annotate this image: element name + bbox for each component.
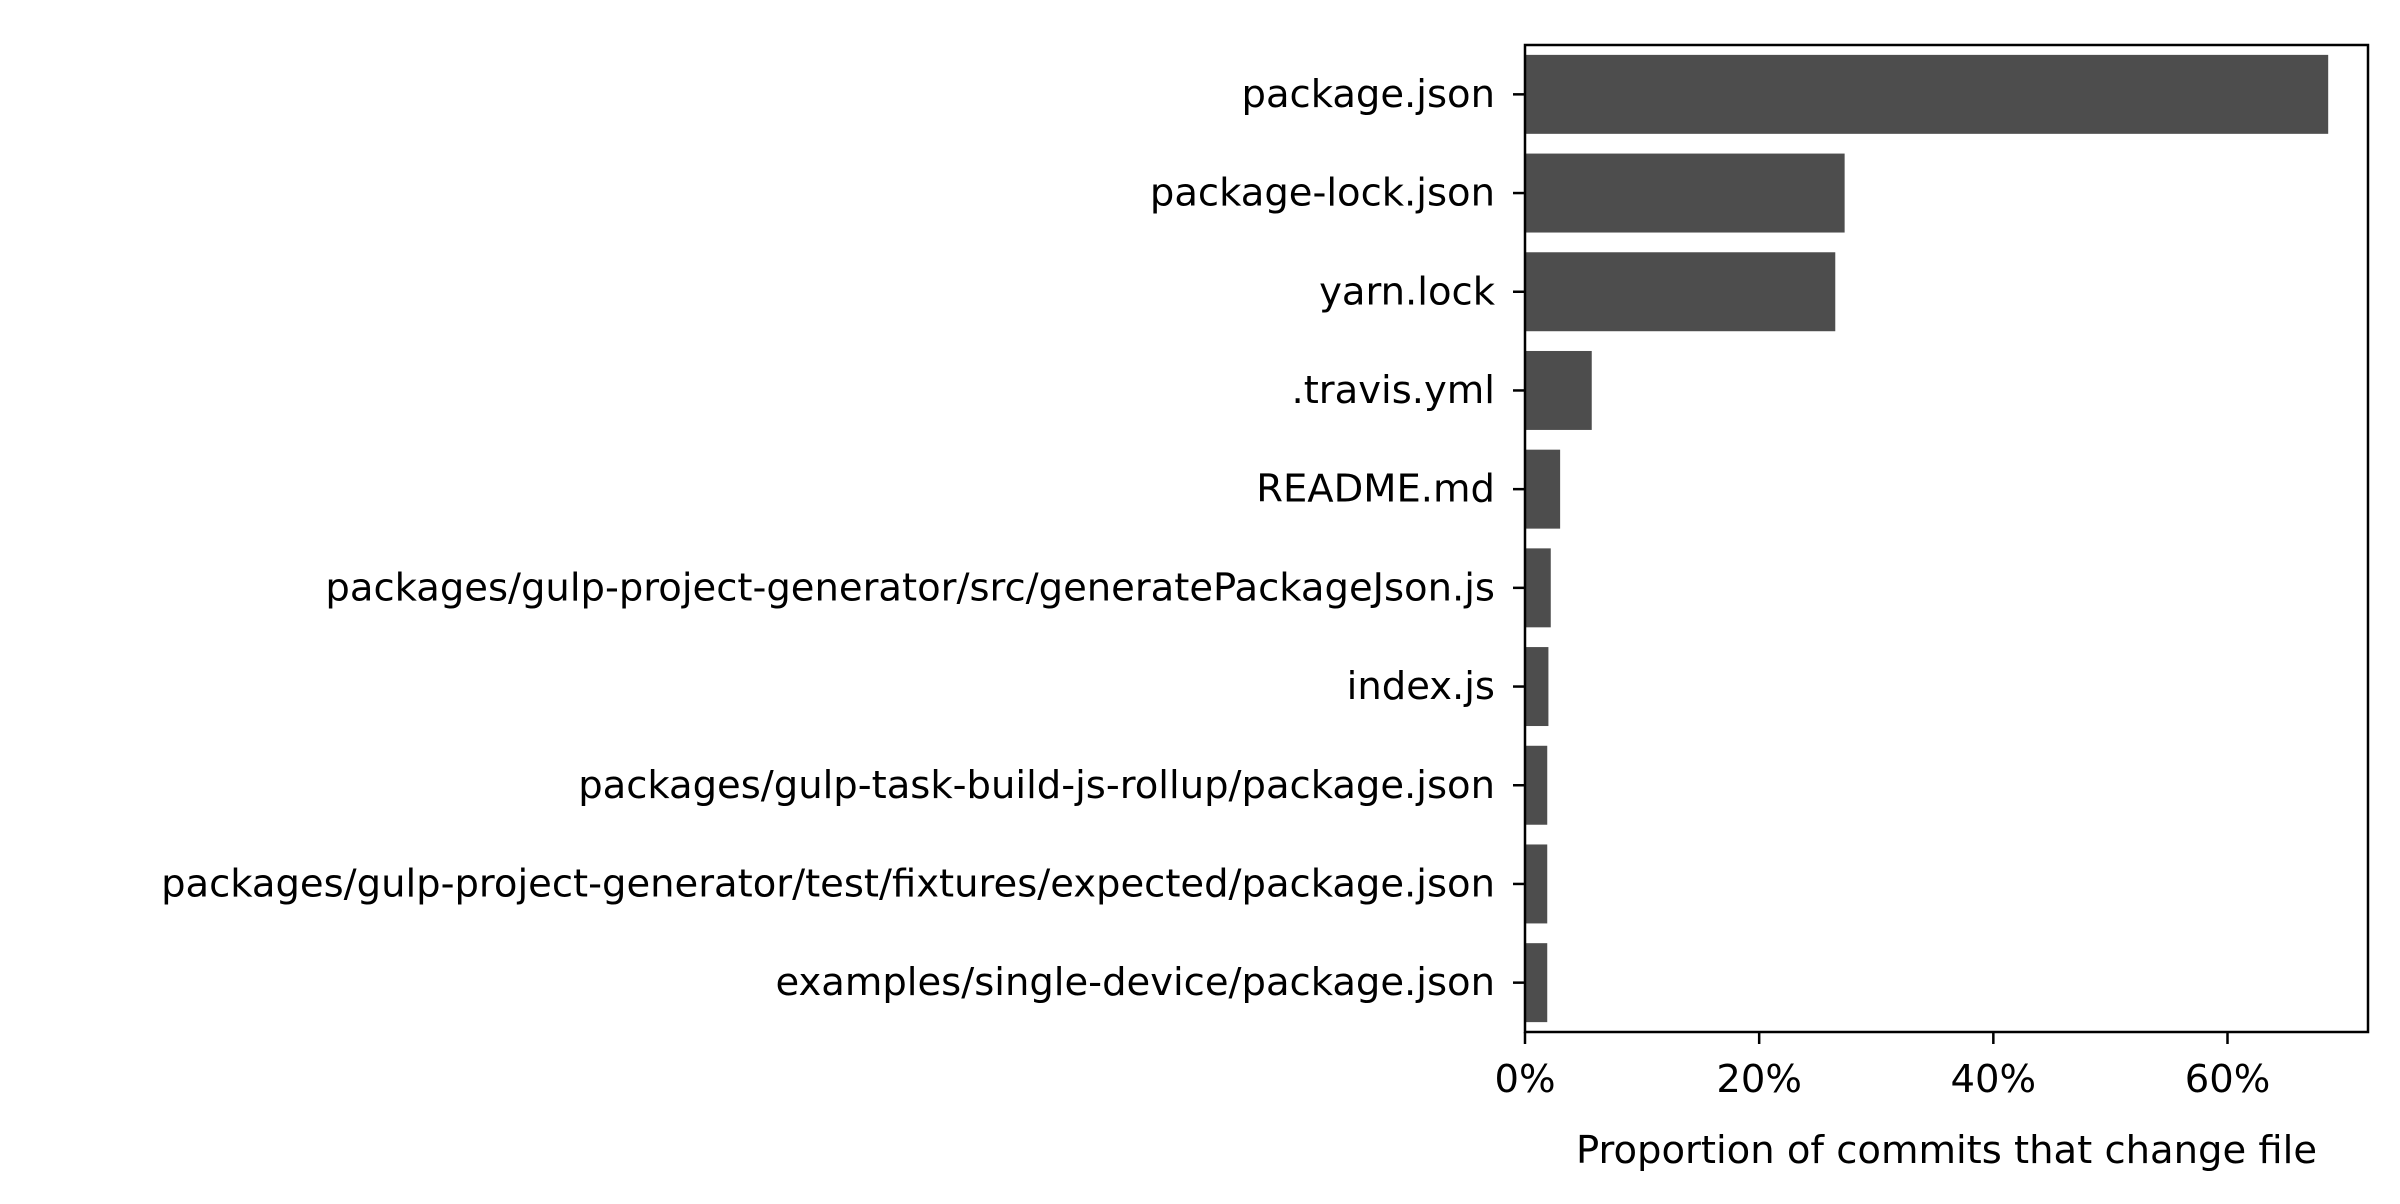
y-tick-label: README.md <box>1256 467 1495 512</box>
y-tick-label: .travis.yml <box>1291 368 1495 413</box>
y-tick-label: index.js <box>1347 664 1495 709</box>
y-tick-label: package-lock.json <box>1150 171 1495 216</box>
y-tick-label: packages/gulp-project-generator/test/fix… <box>161 861 1495 906</box>
bar <box>1525 943 1548 1023</box>
bar <box>1525 449 1561 529</box>
bars-layer <box>1525 54 2329 1023</box>
bar <box>1525 844 1548 924</box>
bar <box>1525 153 1845 233</box>
bar <box>1525 54 2329 134</box>
bar <box>1525 350 1592 430</box>
x-tick-label: 60% <box>2185 1057 2271 1102</box>
y-tick-label: package.json <box>1242 72 1495 117</box>
y-tick-label: packages/gulp-task-build-js-rollup/packa… <box>578 763 1495 808</box>
x-tick-label: 40% <box>1951 1057 2037 1102</box>
y-tick-label: packages/gulp-project-generator/src/gene… <box>325 565 1495 610</box>
x-tick-label: 0% <box>1494 1057 1555 1102</box>
x-axis: 0% 20% 40% 60% <box>1494 1032 2270 1102</box>
plot-frame <box>1523 43 2370 1034</box>
x-axis-title: Proportion of commits that change file <box>1576 1128 2317 1173</box>
bar <box>1525 548 1551 628</box>
x-tick-label: 20% <box>1716 1057 1802 1102</box>
y-axis: package.json package-lock.json yarn.lock .t… <box>161 72 1525 1005</box>
y-tick-label: examples/single-device/package.json <box>775 960 1495 1005</box>
bar <box>1525 647 1549 727</box>
bar <box>1525 252 1836 332</box>
y-tick-label: yarn.lock <box>1319 269 1496 314</box>
bar <box>1525 745 1548 825</box>
